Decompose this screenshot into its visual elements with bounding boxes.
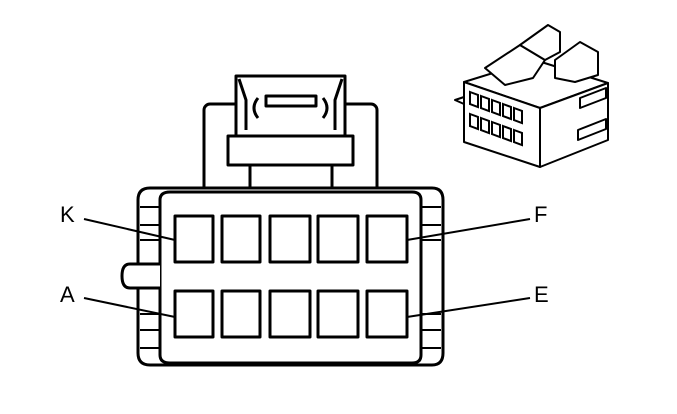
label-k: K [60, 202, 75, 227]
iso-latch-rail [519, 24, 561, 61]
latch-hooks [252, 97, 329, 119]
cavity-E [365, 289, 409, 339]
cavity-H [268, 214, 312, 264]
leader-lines [83, 218, 531, 318]
pin-cavities [173, 214, 409, 339]
inner-face [158, 190, 423, 365]
iso-latch-block [554, 41, 599, 83]
latch-ramps [237, 78, 344, 130]
cavity-G [316, 214, 360, 264]
iso-cavities [469, 90, 523, 147]
cavity-D [316, 289, 360, 339]
iso-latch [484, 44, 546, 86]
iso-side-tab [454, 96, 465, 105]
cavity-A [173, 289, 215, 339]
cavity-C [268, 289, 312, 339]
connector-face-view: K F A E [60, 74, 549, 367]
latch-slot [264, 94, 318, 108]
cavity-K [173, 214, 215, 264]
label-f: F [534, 202, 547, 227]
iso-rib-upper [579, 87, 607, 109]
cavity-B [220, 289, 262, 339]
label-a: A [60, 282, 75, 307]
cavity-J [220, 214, 262, 264]
connector-isometric-view [454, 24, 609, 168]
iso-rib-lower [577, 118, 607, 141]
label-e: E [534, 282, 549, 307]
latch-stem [248, 165, 334, 190]
latch-bar [226, 134, 355, 167]
side-tab [120, 262, 160, 290]
cavity-F [365, 214, 409, 264]
locking-latch [226, 74, 355, 190]
